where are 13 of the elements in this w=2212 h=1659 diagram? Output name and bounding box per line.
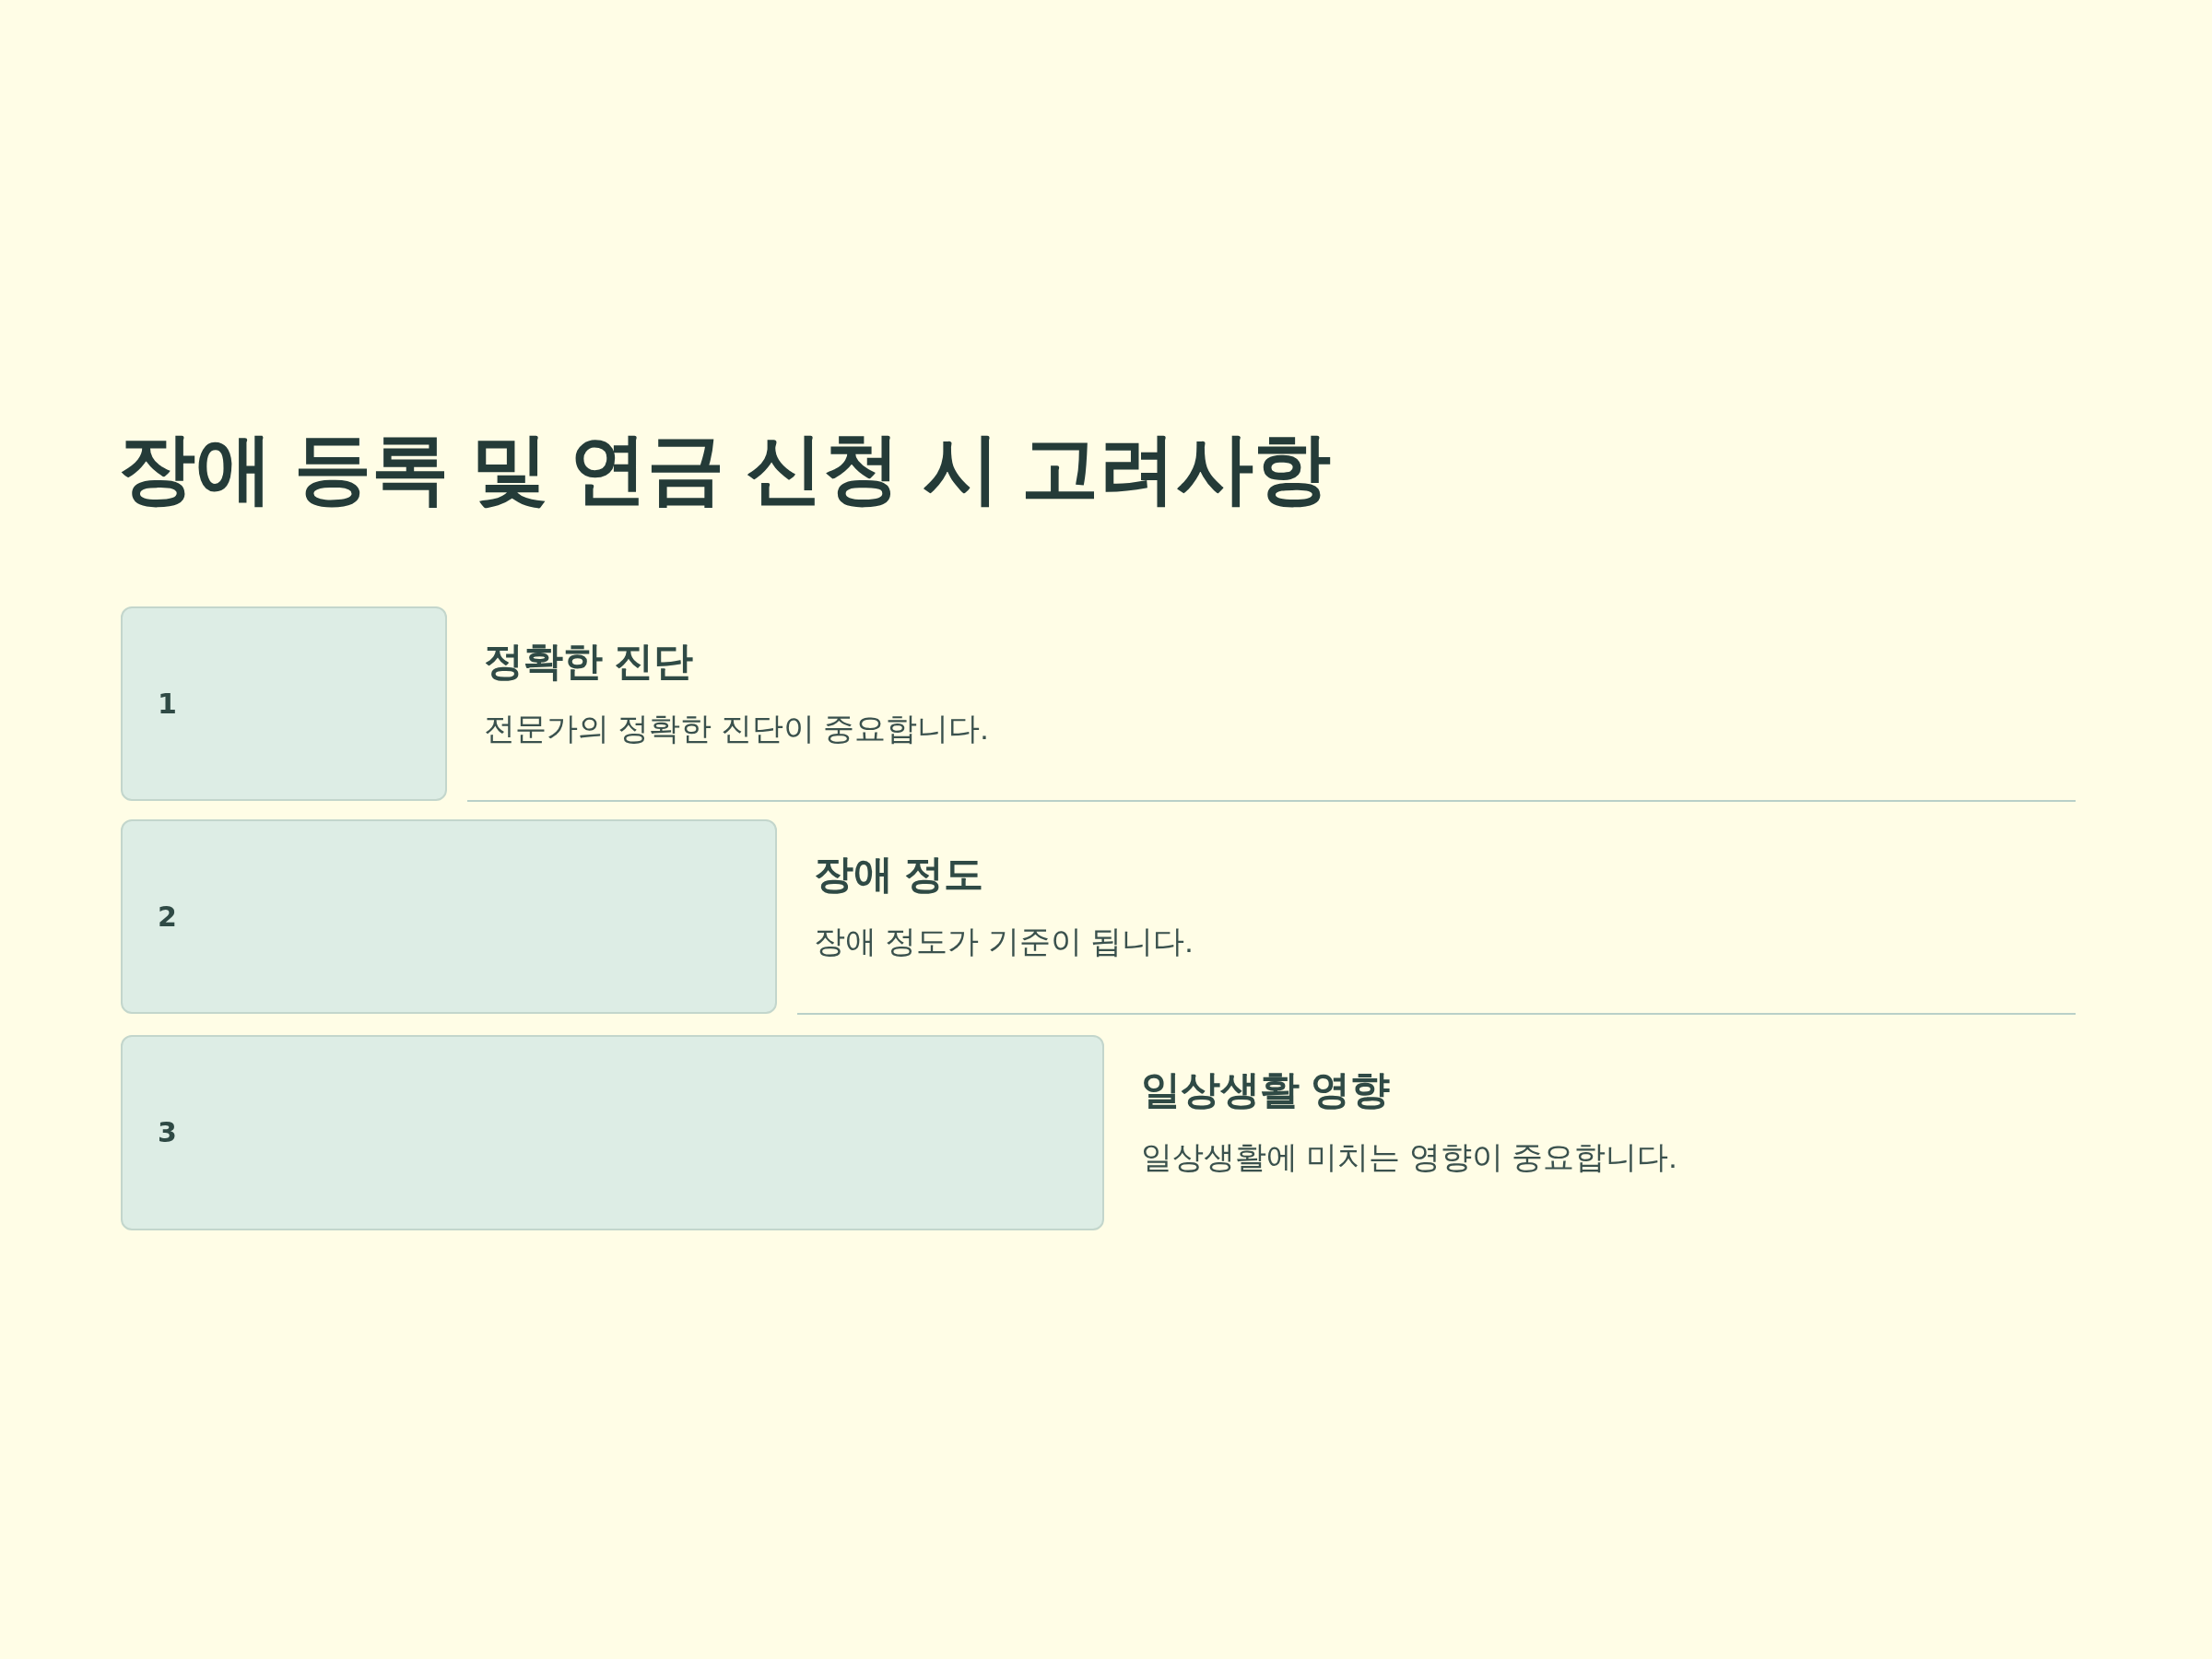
numbered-bar	[121, 1035, 1104, 1230]
step-number: 3	[158, 1119, 177, 1147]
numbered-bar	[121, 606, 447, 801]
item-description: 장애 정도가 기준이 됩니다.	[814, 922, 1194, 960]
step-number: 1	[158, 689, 177, 718]
item-heading: 정확한 진단	[484, 638, 694, 685]
item-description: 일상생활에 미치는 영향이 중요합니다.	[1141, 1137, 1677, 1176]
item-description: 전문가의 정확한 진단이 중요합니다.	[484, 709, 989, 747]
item-heading: 장애 정도	[814, 851, 984, 898]
step-number: 2	[158, 902, 177, 931]
item-heading: 일상생활 영향	[1141, 1066, 1391, 1113]
numbered-bar	[121, 819, 777, 1014]
page-title: 장애 등록 및 연금 신청 시 고려사항	[118, 424, 1332, 513]
